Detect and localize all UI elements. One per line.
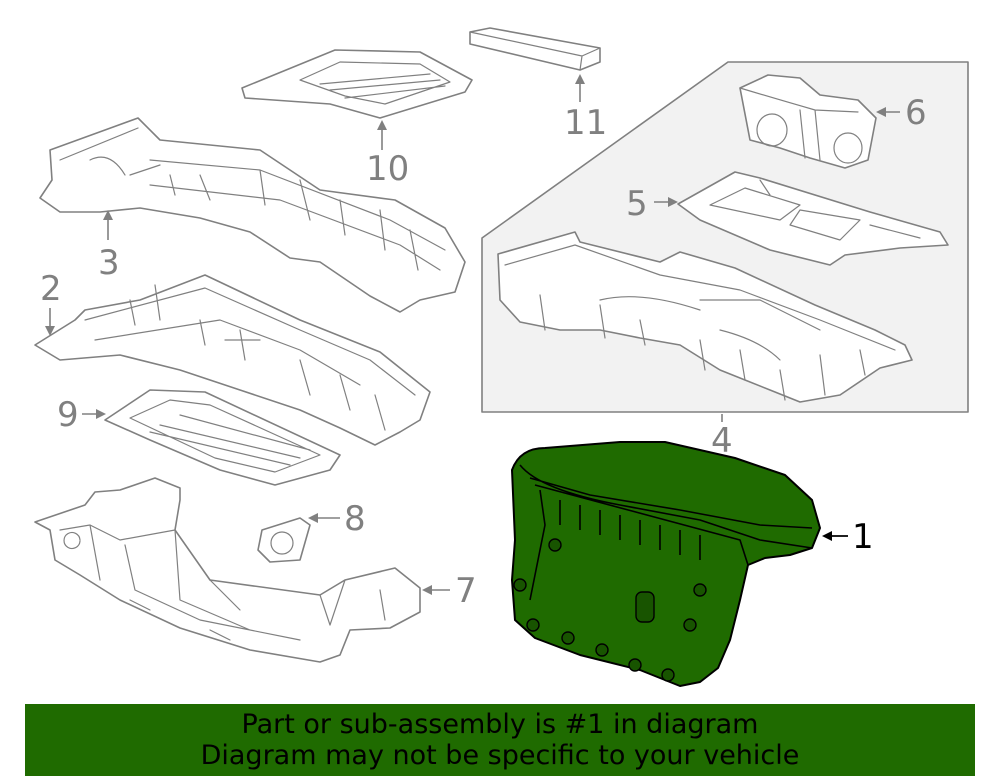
callout-labels: 1 2 3 4 5 6 7 8 9 10 11 — [40, 93, 927, 611]
callout-3[interactable]: 3 — [98, 243, 120, 283]
part-7-trim[interactable] — [34, 477, 421, 663]
parts-diagram: 1 2 3 4 5 6 7 8 9 10 11 — [34, 27, 969, 687]
banner-line-1: Part or sub-assembly is #1 in diagram — [241, 709, 759, 740]
part-10-mat[interactable] — [241, 49, 473, 119]
part-9-mat[interactable] — [104, 389, 341, 486]
part-6-cup-holder[interactable] — [739, 74, 877, 169]
part-4-inset[interactable] — [481, 61, 969, 413]
callout-11[interactable]: 11 — [564, 103, 607, 143]
part-8-clip[interactable] — [257, 517, 311, 563]
part-3-bracket[interactable] — [39, 117, 466, 313]
callout-10[interactable]: 10 — [366, 149, 409, 189]
part-2-bracket[interactable] — [34, 274, 431, 446]
callout-lines — [45, 74, 900, 595]
part-11-strip[interactable] — [469, 27, 601, 71]
banner-line-2: Diagram may not be specific to your vehi… — [200, 740, 800, 771]
callout-6[interactable]: 6 — [905, 93, 927, 133]
callout-9[interactable]: 9 — [57, 395, 79, 435]
callout-8[interactable]: 8 — [344, 499, 366, 539]
part-4-console-body[interactable] — [497, 231, 913, 403]
callout-4[interactable]: 4 — [711, 421, 733, 461]
disclaimer-banner: Part or sub-assembly is #1 in diagram Di… — [25, 704, 975, 776]
part-5-bezel[interactable] — [677, 171, 949, 266]
callout-1[interactable]: 1 — [852, 517, 874, 557]
callout-7[interactable]: 7 — [455, 571, 477, 611]
callout-5[interactable]: 5 — [626, 184, 648, 224]
part-1-console-highlighted[interactable] — [511, 441, 821, 687]
callout-2[interactable]: 2 — [40, 269, 62, 309]
